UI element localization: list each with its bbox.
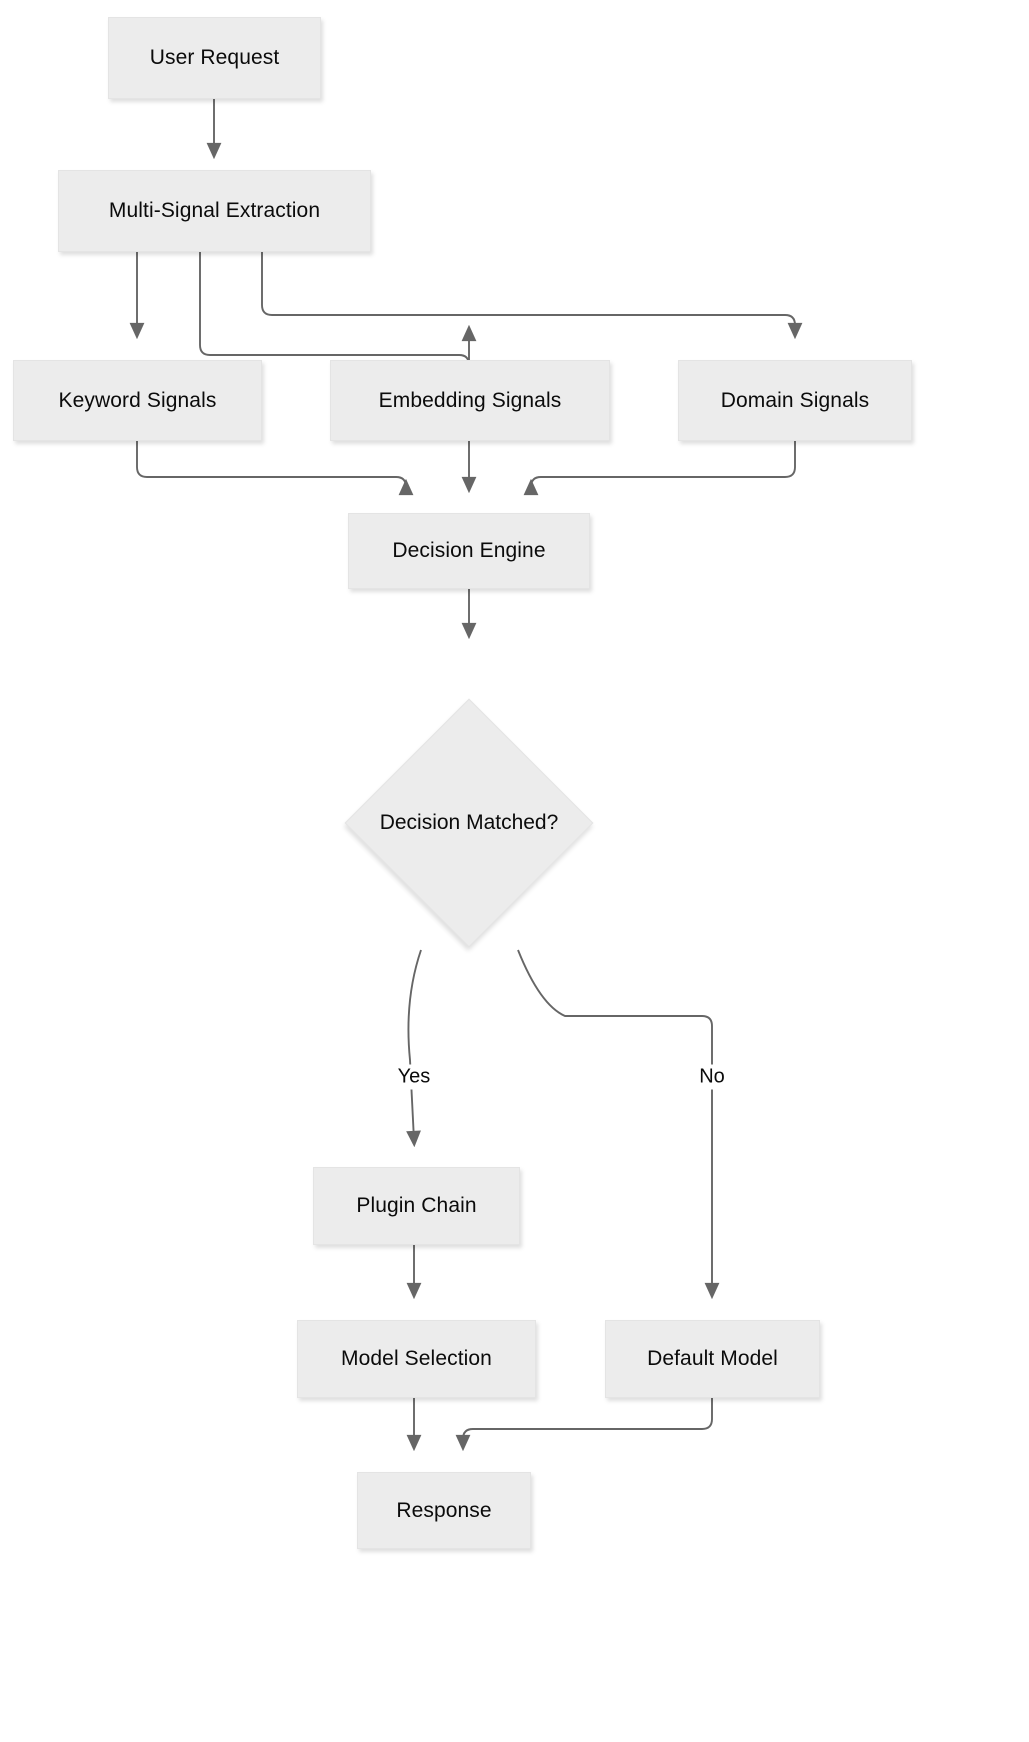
node-embedding-signals[interactable]: Embedding Signals (330, 360, 610, 441)
node-user-request[interactable]: User Request (108, 17, 321, 99)
edge-default-model-to-response (455, 1398, 713, 1452)
node-label-embedding-signals: Embedding Signals (378, 388, 562, 412)
node-label-domain-signals: Domain Signals (720, 388, 870, 412)
edge-label-yes: Yes (392, 1064, 436, 1090)
node-domain-signals[interactable]: Domain Signals (678, 360, 912, 441)
node-keyword-signals[interactable]: Keyword Signals (13, 360, 262, 441)
node-model-selection[interactable]: Model Selection (297, 1320, 536, 1398)
edge-multi-signal-to-embedding-signals (199, 252, 477, 366)
edge-decision-matched-yes-to-plugin-chain (406, 949, 422, 1148)
node-decision-engine[interactable]: Decision Engine (348, 513, 590, 589)
node-label-decision-engine: Decision Engine (392, 539, 546, 563)
node-label-plugin-chain: Plugin Chain (356, 1194, 477, 1218)
edge-decision-matched-no-to-default-model (517, 949, 720, 1300)
node-label-default-model: Default Model (647, 1347, 778, 1371)
node-plugin-chain[interactable]: Plugin Chain (313, 1167, 520, 1245)
edge-domain-signals-to-decision-engine (523, 441, 796, 496)
edge-label-no: No (694, 1064, 730, 1090)
node-label-user-request: User Request (149, 46, 280, 70)
node-label-response: Response (396, 1498, 492, 1522)
node-label-decision-matched: Decision Matched? (379, 811, 559, 834)
node-decision-matched[interactable]: Decision Matched? (308, 698, 630, 948)
node-response[interactable]: Response (357, 1472, 531, 1549)
edge-keyword-signals-to-decision-engine (136, 441, 414, 496)
edge-multi-signal-to-domain-signals (261, 252, 803, 340)
node-default-model[interactable]: Default Model (605, 1320, 820, 1398)
node-label-keyword-signals: Keyword Signals (58, 388, 217, 412)
node-label-model-selection: Model Selection (341, 1347, 492, 1371)
node-label-multi-signal-extraction: Multi-Signal Extraction (108, 199, 321, 223)
node-multi-signal-extraction[interactable]: Multi-Signal Extraction (58, 170, 371, 252)
